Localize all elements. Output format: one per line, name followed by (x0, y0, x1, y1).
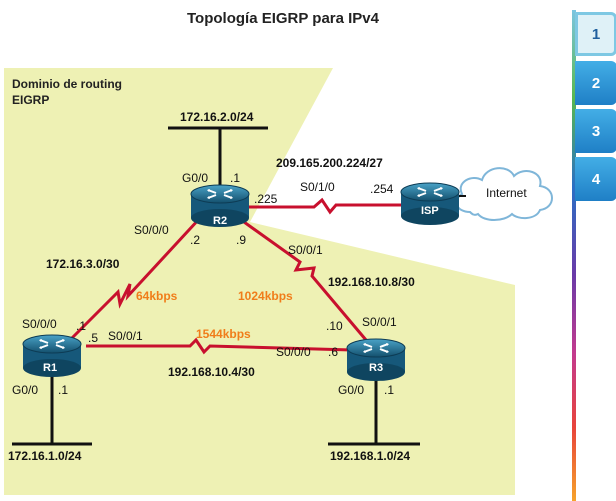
net-r2-r3: 192.168.10.8/30 (328, 275, 415, 289)
internet-label: Internet (486, 186, 527, 200)
router-isp[interactable]: ISP (400, 182, 460, 226)
link-r1-r3 (86, 337, 353, 355)
r2-s001: S0/0/1 (288, 243, 323, 257)
progress-rail (572, 10, 576, 501)
net-r2-lan: 172.16.2.0/24 (180, 110, 254, 124)
r3-g00: G0/0 (338, 383, 364, 397)
router-isp-label: ISP (421, 205, 439, 217)
topology-diagram: Dominio de routing EIGRP Internet R2 ISP… (4, 68, 553, 495)
link-r2-r3 (243, 220, 368, 341)
speed-r1-r3: 1544kbps (196, 327, 251, 341)
router-r3[interactable]: R3 (346, 338, 406, 382)
isp-ip: .254 (370, 182, 394, 196)
link-r2-isp (248, 197, 402, 215)
r2-s010-ip: .225 (254, 192, 278, 206)
tab-1[interactable]: 1 (575, 12, 616, 56)
page-title: Topología EIGRP para IPv4 (187, 10, 379, 27)
net-r3-lan: 192.168.1.0/24 (330, 449, 410, 463)
net-r1-r2: 172.16.3.0/30 (46, 257, 120, 271)
tab-4[interactable]: 4 (575, 157, 616, 201)
router-r1[interactable]: R1 (22, 334, 82, 378)
net-r1-r3: 192.168.10.4/30 (168, 365, 255, 379)
r2-s000-ip: .2 (190, 233, 200, 247)
r1-s001: S0/0/1 (108, 329, 143, 343)
tab-2[interactable]: 2 (575, 61, 616, 105)
router-r2[interactable]: R2 (190, 184, 250, 228)
r3-s001: S0/0/1 (362, 315, 397, 329)
net-isp-link: 209.165.200.224/27 (276, 156, 383, 170)
r3-g00-ip: .1 (384, 383, 394, 397)
internet-cloud: Internet (455, 167, 553, 221)
domain-label-line1: Dominio de routing (12, 77, 122, 91)
r1-s000: S0/0/0 (22, 317, 57, 331)
r1-s000-ip: .1 (76, 319, 86, 333)
net-r1-lan: 172.16.1.0/24 (8, 449, 82, 463)
step-tabs: 1 2 3 4 (572, 10, 616, 501)
r3-s000-ip: .6 (328, 345, 338, 359)
router-r3-label: R3 (369, 362, 383, 374)
r3-s001-ip: .10 (326, 319, 343, 333)
domain-label-line2: EIGRP (12, 93, 49, 107)
r2-s001-ip: .9 (236, 233, 246, 247)
tab-3[interactable]: 3 (575, 109, 616, 153)
r1-s001-ip: .5 (88, 331, 98, 345)
r3-s000: S0/0/0 (276, 345, 311, 359)
r1-g00: G0/0 (12, 383, 38, 397)
router-r1-label: R1 (43, 362, 57, 374)
r2-s000: S0/0/0 (134, 223, 169, 237)
r2-g00: G0/0 (182, 171, 208, 185)
speed-r1-r2: 64kbps (136, 289, 178, 303)
eigrp-domain-area (4, 68, 515, 495)
speed-r2-r3: 1024kbps (238, 289, 293, 303)
r1-g00-ip: .1 (58, 383, 68, 397)
r2-s010: S0/1/0 (300, 180, 335, 194)
r2-g00-ip: .1 (230, 171, 240, 185)
router-r2-label: R2 (213, 215, 227, 227)
link-r1-r2 (66, 216, 202, 344)
